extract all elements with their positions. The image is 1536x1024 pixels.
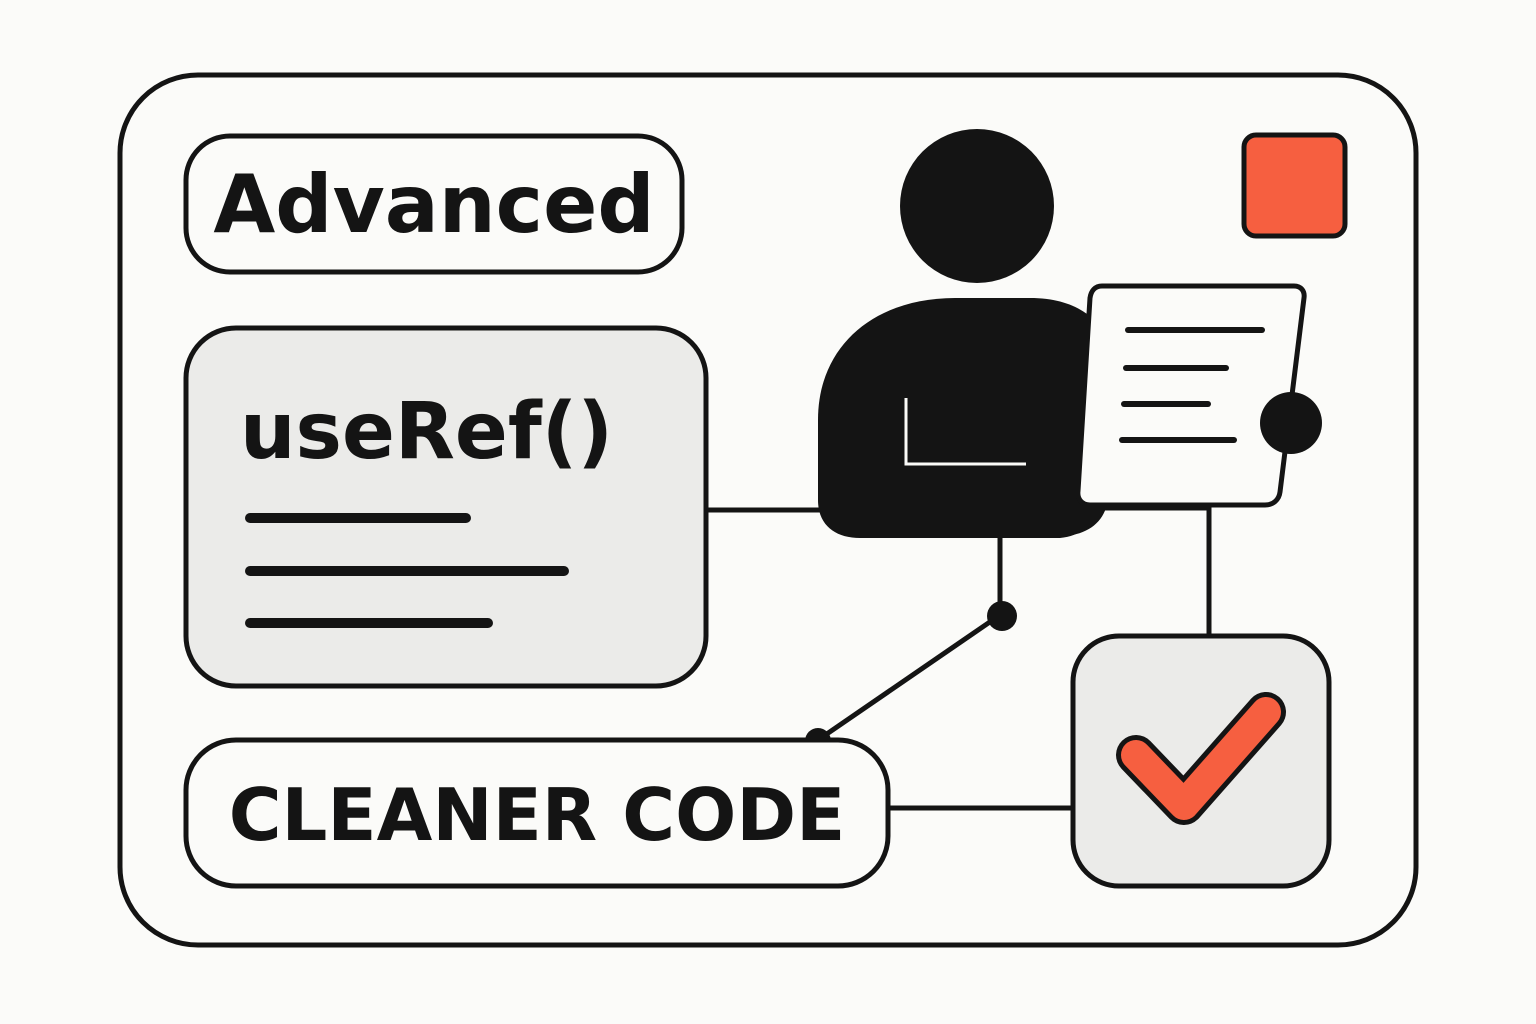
- code-lines: [245, 513, 569, 628]
- checkmark-card: [1070, 633, 1332, 889]
- advanced-label-box: Advanced: [183, 133, 685, 275]
- document-sheet: [1075, 283, 1307, 508]
- person-arm-outline: [904, 398, 1026, 466]
- connector-dot: [987, 601, 1017, 631]
- cleaner-code-box-frame: [183, 737, 891, 889]
- cleaner-code-label: CLEANER CODE: [229, 773, 846, 857]
- connector-diagonal: [816, 612, 1002, 743]
- advanced-box-frame: [183, 133, 685, 275]
- document-lines: [1119, 327, 1265, 443]
- person-head: [900, 129, 1054, 283]
- advanced-label: Advanced: [213, 158, 654, 251]
- orange-square-icon: [1241, 132, 1348, 239]
- code-card-frame: [183, 325, 709, 689]
- code-snippet-label: useRef(): [240, 387, 613, 477]
- checkmark-icon: [1121, 697, 1281, 820]
- document-icon: [1075, 283, 1322, 508]
- code-card: useRef(): [183, 325, 709, 689]
- cleaner-code-label-box: CLEANER CODE: [183, 737, 891, 889]
- connectors: [706, 500, 1212, 811]
- hand-dot: [1260, 392, 1322, 454]
